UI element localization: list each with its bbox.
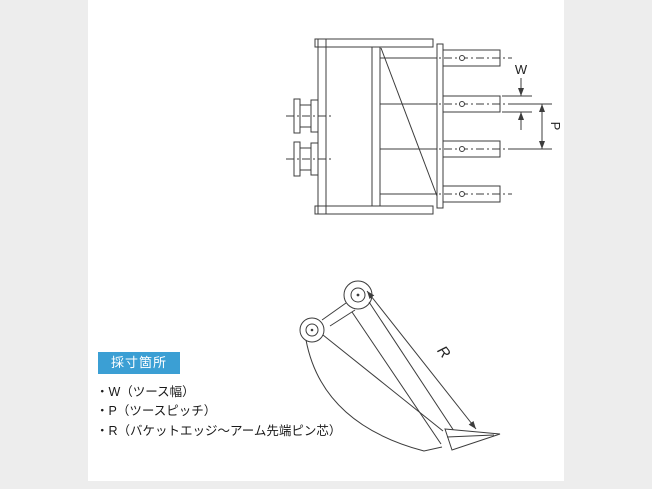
top-view-diagram [286,38,552,215]
dimension-r [366,290,477,430]
measurement-points-badge: 採寸箇所 [98,352,181,374]
bucket-top-body [314,38,444,215]
dim-label-r: R [434,343,454,362]
bucket-teeth-top-view [428,49,512,203]
legend-item-r: ・R（バケットエッジ～アーム先端ピン芯） [96,423,342,438]
dimension-w [502,78,532,130]
legend: ・W（ツース幅） ・P（ツースピッチ） ・R（バケットエッジ～アーム先端ピン芯） [96,383,341,441]
dim-label-p: P [548,122,563,131]
hinge-bosses [286,98,332,177]
pin-bosses [299,280,373,343]
dimension-p [512,103,552,150]
legend-item-w: ・W（ツース幅） [96,385,195,399]
dim-label-w: W [515,62,528,77]
side-view-diagram [299,280,501,452]
legend-item-p: ・P（ツースピッチ） [96,404,217,419]
